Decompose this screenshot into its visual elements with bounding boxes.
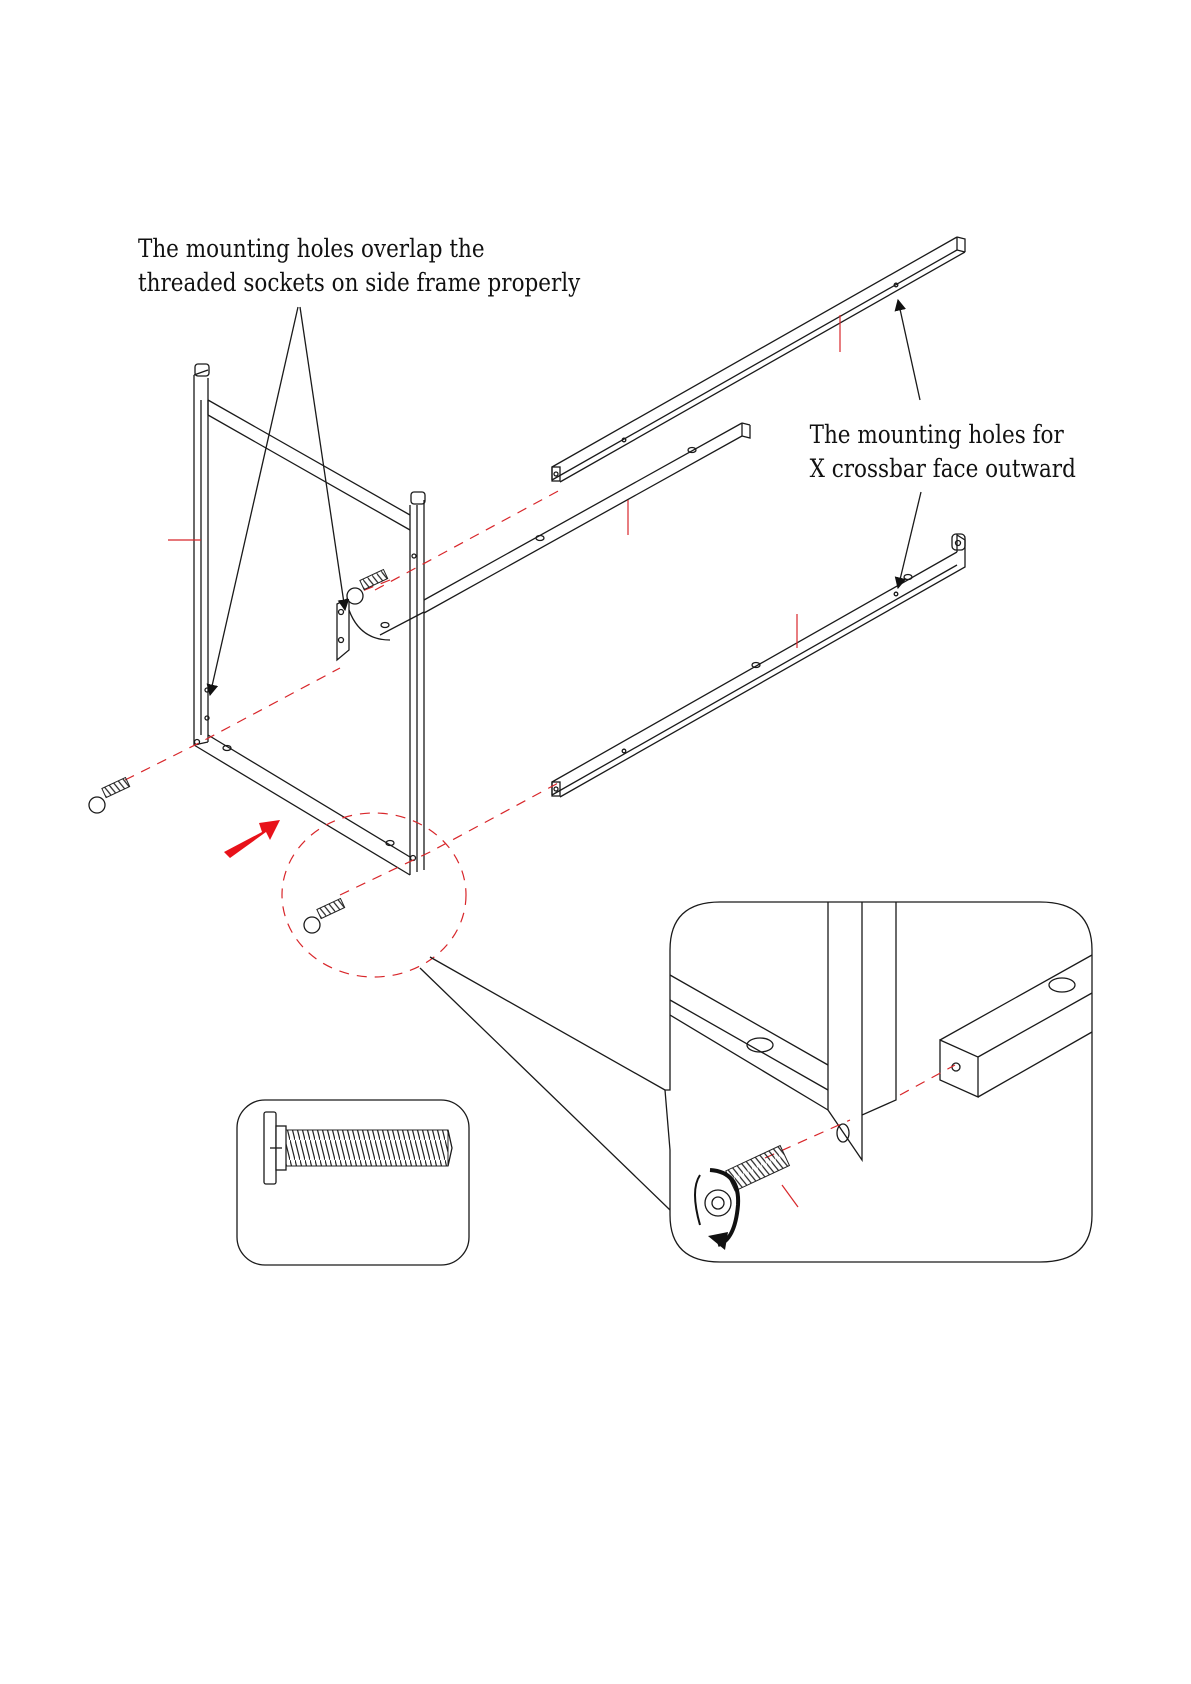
callout-crossbar-line2: X crossbar face outward xyxy=(810,452,1051,486)
bottom-crossbar xyxy=(552,534,965,797)
side-frame xyxy=(168,364,425,875)
detail-circle xyxy=(282,813,466,977)
callout-socket-line2: threaded sockets on side frame properly xyxy=(138,266,482,300)
red-arrow-icon xyxy=(224,820,280,858)
callout-arrows xyxy=(210,300,921,695)
middle-crossbar xyxy=(380,423,750,635)
callout-crossbar-line1: The mounting holes for xyxy=(810,418,1051,452)
callout-socket-line1: The mounting holes overlap the xyxy=(138,232,482,266)
bolt-circled xyxy=(304,898,345,933)
bolt-left xyxy=(89,777,130,813)
callout-socket-alignment: The mounting holes overlap the threaded … xyxy=(138,232,482,300)
bolt-detail-inset xyxy=(237,1100,469,1265)
callout-crossbar-holes: The mounting holes for X crossbar face o… xyxy=(810,418,1051,486)
joint-detail-inset xyxy=(665,902,1092,1262)
